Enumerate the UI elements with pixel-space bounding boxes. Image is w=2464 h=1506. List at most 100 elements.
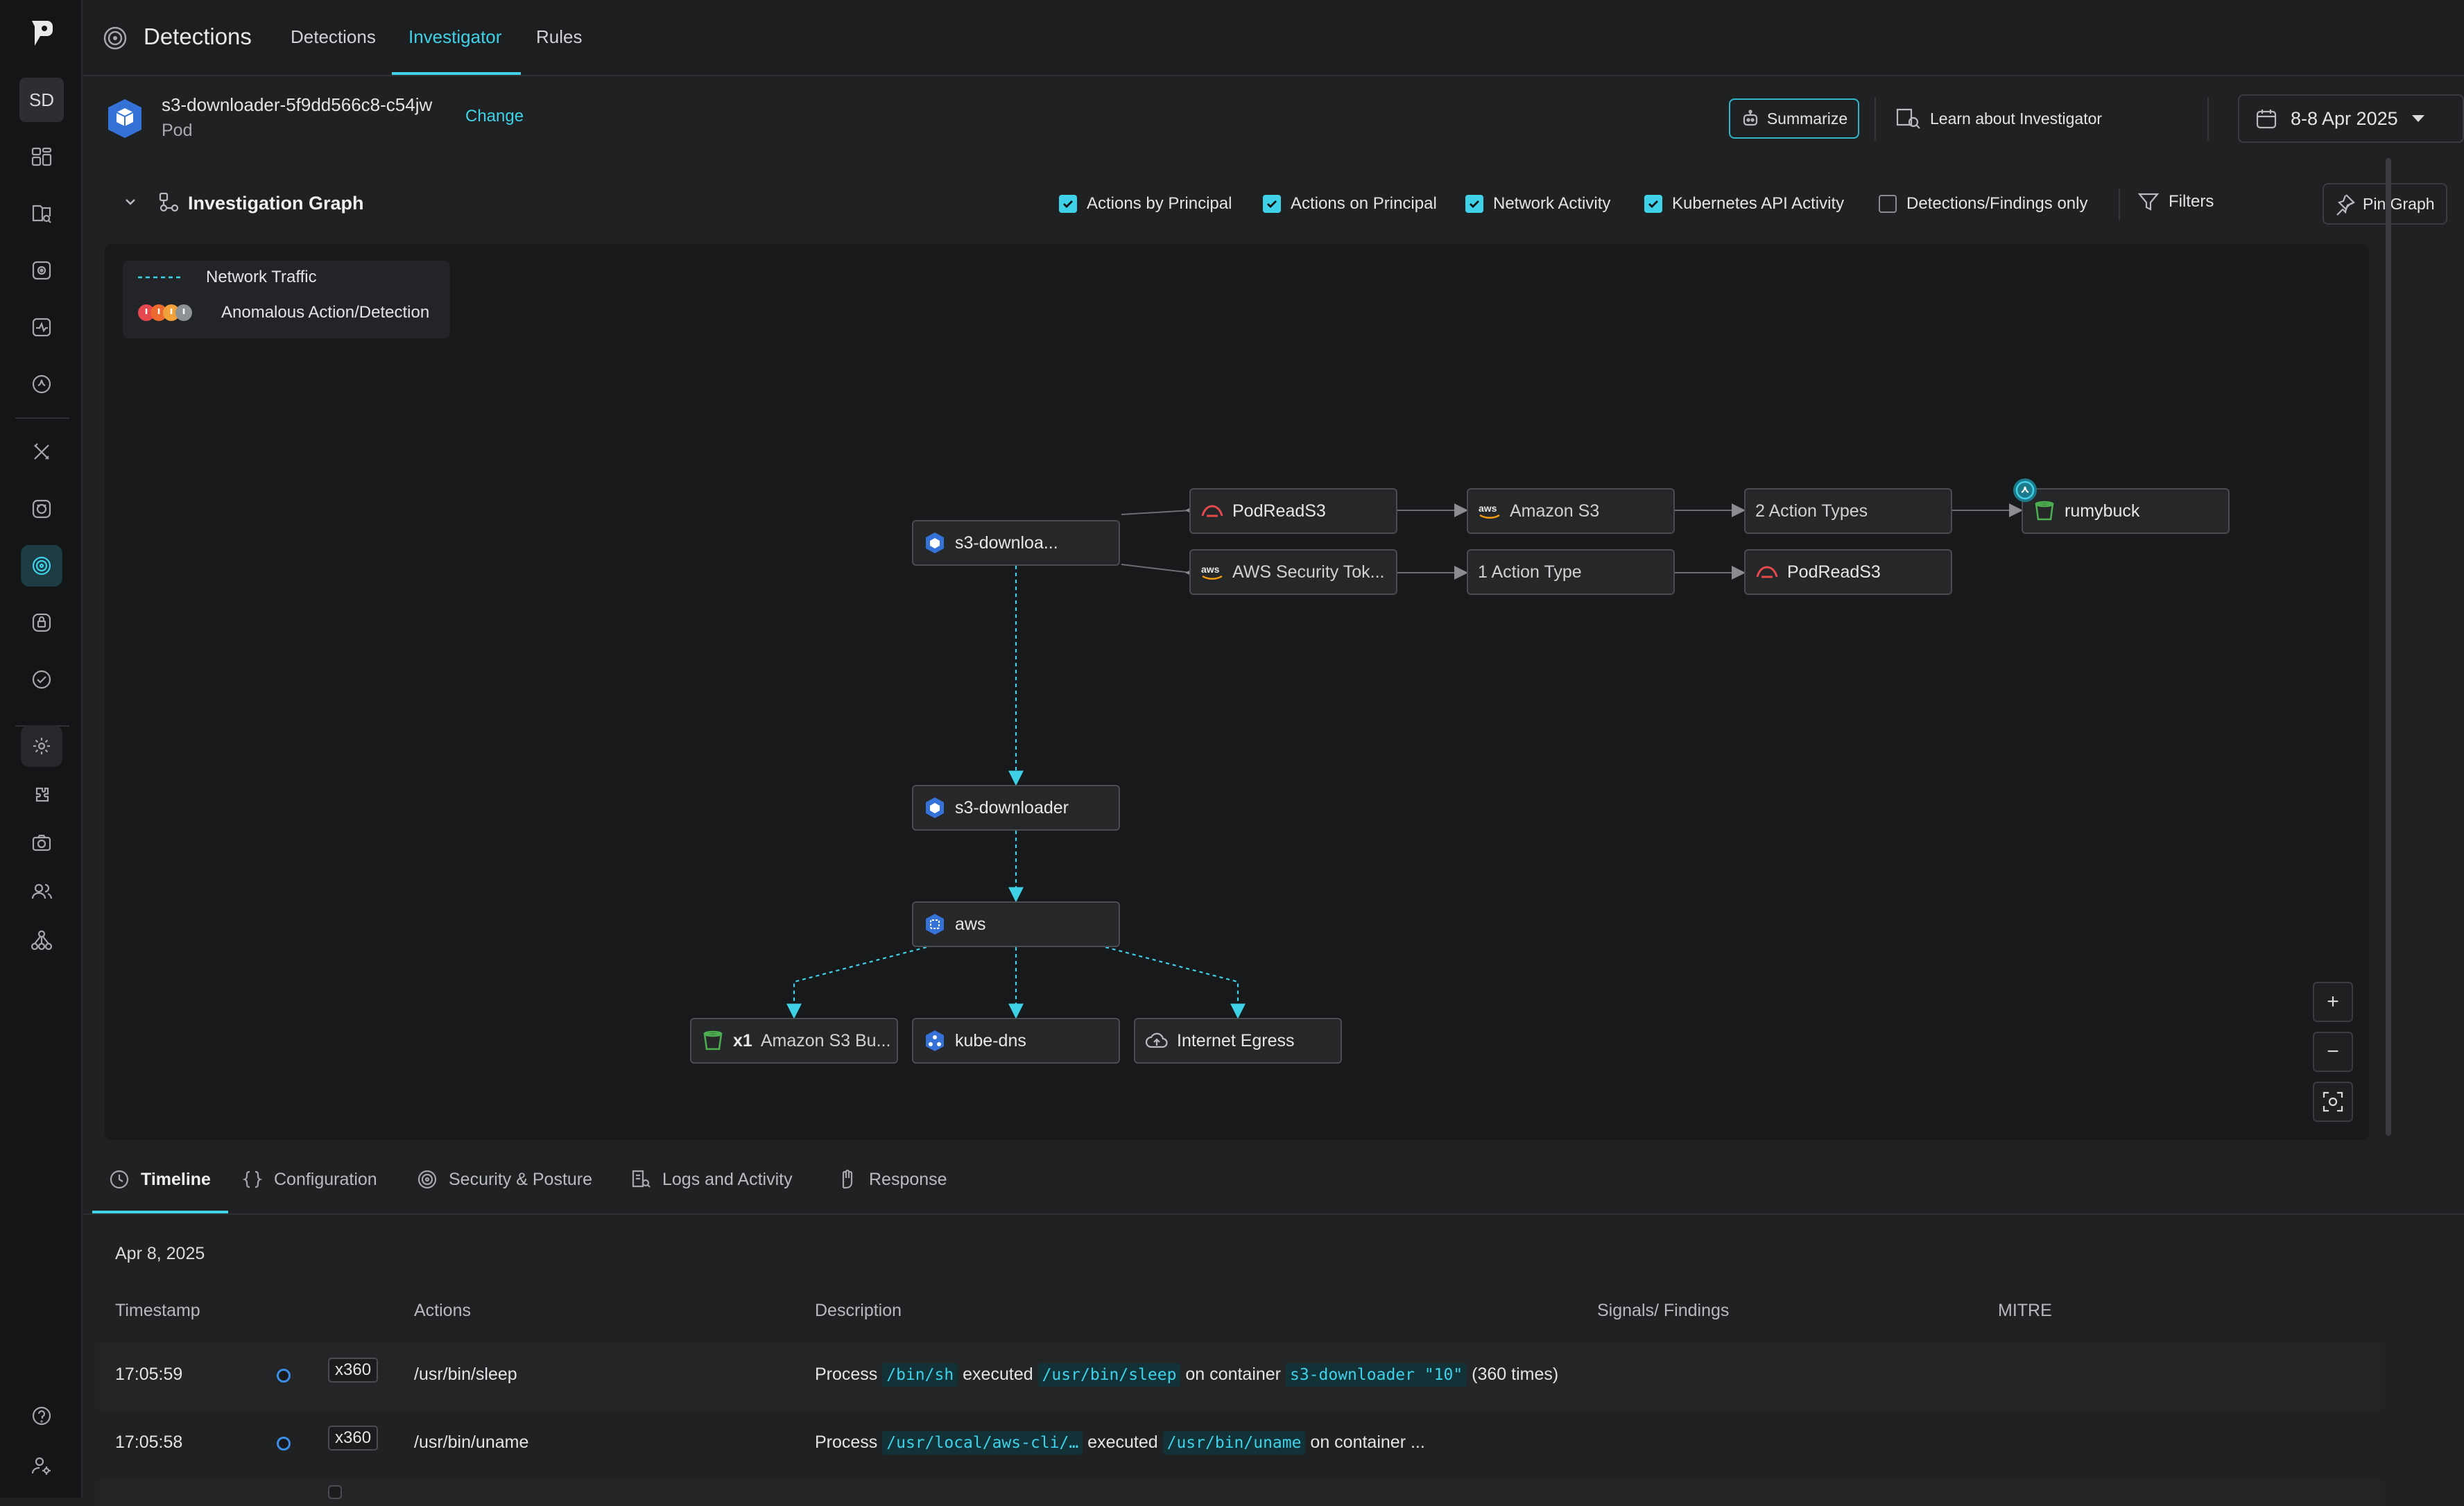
detection-badge-icon	[2013, 478, 2037, 502]
learn-investigator-button[interactable]: Learn about Investigator	[1895, 98, 2102, 139]
bucket-icon	[2035, 501, 2054, 521]
tab-response[interactable]: Response	[837, 1169, 947, 1190]
settings-nav-icon[interactable]	[21, 725, 62, 767]
activity-nav-icon[interactable]	[21, 306, 62, 348]
event-count-badge: x360	[328, 1426, 379, 1451]
hand-icon	[842, 1169, 853, 1189]
dashboard-nav-icon[interactable]	[21, 136, 62, 178]
tab-security-posture[interactable]: Security & Posture	[417, 1169, 592, 1190]
timeline-dot	[277, 1369, 291, 1383]
detections-nav-icon[interactable]	[21, 545, 62, 587]
checkbox-checked-icon[interactable]	[1263, 195, 1281, 213]
table-row[interactable]: 17:05:59 x360 /usr/bin/sleep Process /bi…	[99, 1342, 2381, 1410]
date-range-picker[interactable]: 8-8 Apr 2025	[2238, 94, 2464, 143]
node-label: Internet Egress	[1177, 1030, 1295, 1050]
filter-label: Actions by Principal	[1087, 194, 1232, 213]
target-icon	[417, 1170, 437, 1189]
graph-node-namespace[interactable]: aws	[912, 901, 1120, 947]
desc-code: /usr/local/aws-cli/…	[882, 1431, 1083, 1455]
table-row[interactable]: 17:05:58 x360 /usr/bin/uname Process /us…	[99, 1410, 2381, 1478]
investigation-graph-canvas[interactable]: Network Traffic Anomalous Action/Detecti…	[105, 244, 2369, 1140]
braces-icon	[242, 1170, 263, 1188]
checkbox-checked-icon[interactable]	[1644, 195, 1662, 213]
tab-detections[interactable]: Detections	[291, 26, 376, 47]
filter-actions-on-principal[interactable]: Actions on Principal	[1263, 194, 1437, 214]
tab-configuration[interactable]: Configuration	[242, 1169, 377, 1190]
checkbox-checked-icon[interactable]	[1059, 195, 1077, 213]
identity-nav-icon[interactable]	[21, 602, 62, 643]
zoom-out-button[interactable]: −	[2313, 1032, 2353, 1072]
clock-icon	[110, 1170, 129, 1189]
users-nav-icon[interactable]	[21, 871, 62, 912]
filters-button[interactable]: Filters	[2137, 190, 2214, 214]
header-divider	[2207, 97, 2209, 140]
desc-text: executed	[963, 1365, 1033, 1384]
inventory-search-nav-icon[interactable]	[21, 193, 62, 234]
sensors-nav-icon[interactable]	[21, 822, 62, 864]
checkbox-unchecked-icon[interactable]	[1879, 195, 1897, 213]
pin-graph-button[interactable]: Pin Graph	[2323, 183, 2447, 225]
graph-node-action-types[interactable]: 2 Action Types	[1744, 488, 1952, 534]
tools-nav-icon[interactable]	[21, 431, 62, 473]
filter-detections-only[interactable]: Detections/Findings only	[1879, 194, 2087, 214]
scrollbar[interactable]	[2386, 158, 2391, 1136]
filter-label: Actions on Principal	[1291, 194, 1437, 213]
tab-investigator[interactable]: Investigator	[408, 26, 502, 47]
tab-rules[interactable]: Rules	[536, 26, 583, 47]
node-label: rumybuck	[2065, 501, 2140, 521]
checkbox-checked-icon[interactable]	[1465, 195, 1483, 213]
graph-legend: Network Traffic Anomalous Action/Detecti…	[123, 261, 450, 338]
event-count-badge: x360	[328, 1358, 379, 1383]
change-entity-link[interactable]: Change	[465, 107, 524, 125]
graph-node-bucket[interactable]: rumybuck	[2013, 478, 2230, 534]
desc-text: on container	[1185, 1365, 1282, 1384]
policies-nav-icon[interactable]	[21, 659, 62, 700]
anomaly-hat-icon	[1756, 566, 1778, 578]
threats-nav-icon[interactable]	[21, 488, 62, 530]
help-icon[interactable]	[21, 1395, 62, 1437]
graph-node-internet-egress[interactable]: Internet Egress	[1134, 1018, 1342, 1064]
collapse-chevron-icon[interactable]	[123, 194, 138, 209]
organization-nav-icon[interactable]	[21, 919, 62, 961]
filter-divider	[2119, 189, 2120, 220]
compliance-nav-icon[interactable]	[21, 363, 62, 405]
desc-code: /usr/bin/uname	[1162, 1431, 1306, 1455]
integrations-nav-icon[interactable]	[21, 774, 62, 815]
graph-node-container[interactable]: s3-downloader	[912, 785, 1120, 831]
graph-node-podreads3-2[interactable]: PodReadS3	[1744, 549, 1952, 595]
graph-node-kube-dns[interactable]: kube-dns	[912, 1018, 1120, 1064]
log-search-icon	[632, 1170, 651, 1188]
tab-label: Security & Posture	[449, 1169, 593, 1189]
tab-logs-activity[interactable]: Logs and Activity	[630, 1169, 793, 1190]
table-row[interactable]	[99, 1478, 2381, 1506]
filter-actions-by-principal[interactable]: Actions by Principal	[1059, 194, 1232, 214]
legend-anomalous-label: Anomalous Action/Detection	[221, 303, 430, 322]
filters-label: Filters	[2169, 192, 2214, 211]
app-logo[interactable]	[26, 18, 57, 49]
summarize-button[interactable]: Summarize	[1729, 98, 1859, 139]
entity-name: s3-downloader-5f9dd566c8-c54jw	[162, 94, 433, 115]
graph-icon	[159, 192, 179, 212]
zoom-in-button[interactable]: +	[2313, 982, 2353, 1022]
tab-timeline[interactable]: Timeline	[109, 1169, 211, 1190]
col-description: Description	[815, 1301, 902, 1320]
filter-kubernetes-api-activity[interactable]: Kubernetes API Activity	[1644, 194, 1844, 214]
legend-network: Network Traffic	[137, 268, 317, 287]
graph-node-action-type[interactable]: 1 Action Type	[1467, 549, 1675, 595]
desc-text: Process	[815, 1433, 878, 1452]
account-settings-icon[interactable]	[21, 1445, 62, 1487]
rail-divider	[15, 417, 69, 419]
learn-label: Learn about Investigator	[1930, 109, 2103, 128]
user-avatar[interactable]: SD	[19, 78, 64, 122]
graph-node-root-pod[interactable]: s3-downloa...	[912, 520, 1120, 566]
node-label: aws	[955, 914, 986, 934]
vulnerabilities-nav-icon[interactable]	[21, 250, 62, 291]
detections-app-icon	[103, 26, 127, 50]
filter-network-activity[interactable]: Network Activity	[1465, 194, 1610, 214]
funnel-icon	[2137, 193, 2160, 211]
graph-node-podreads3[interactable]: PodReadS3	[1189, 488, 1397, 534]
fit-view-button[interactable]	[2313, 1082, 2353, 1122]
